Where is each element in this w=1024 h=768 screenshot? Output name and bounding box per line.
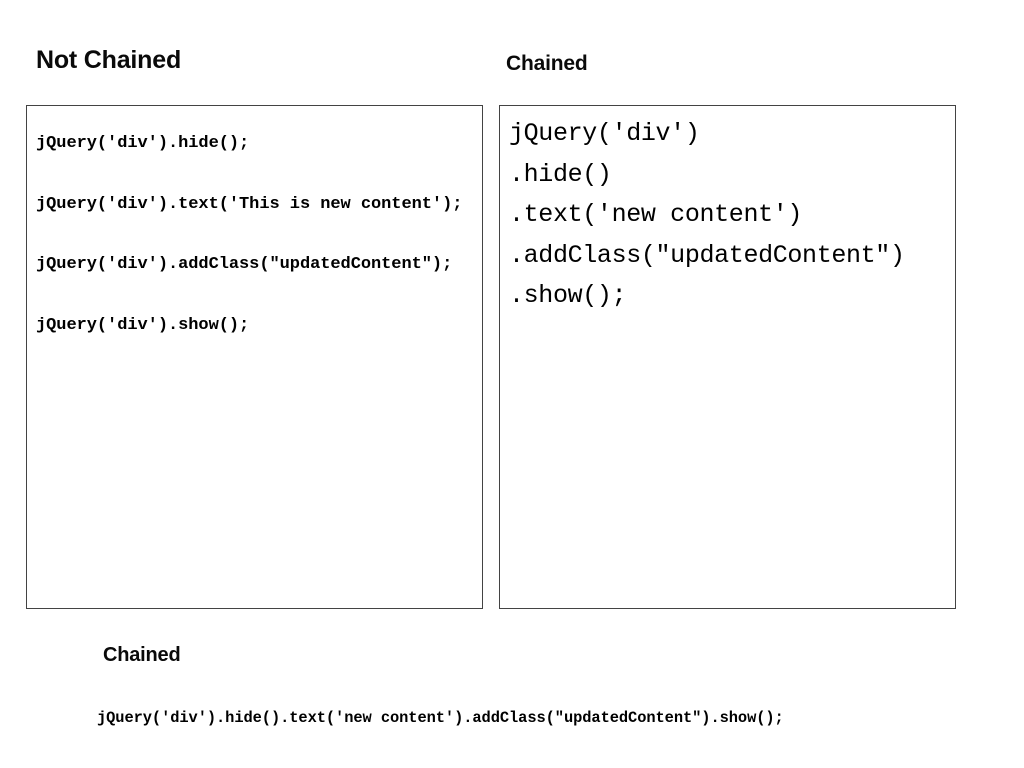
code-line: .hide() [509, 159, 612, 189]
chained-code-panel: jQuery('div') .hide() .text('new content… [499, 105, 956, 609]
code-line: .show(); [509, 281, 627, 310]
code-line: jQuery('div').show(); [36, 315, 250, 335]
code-line: jQuery('div').hide(); [36, 134, 250, 153]
chained-single-line-heading: Chained [103, 644, 181, 666]
code-line: .text('new content') [509, 200, 803, 229]
chained-single-line-code: jQuery('div').hide().text('new content')… [97, 709, 784, 727]
code-line: jQuery('div').text('This is new content'… [36, 194, 463, 214]
not-chained-code-panel: jQuery('div').hide(); jQuery('div').text… [26, 105, 483, 609]
chained-heading: Chained [506, 52, 588, 75]
code-line: .addClass("updatedContent") [509, 240, 905, 270]
code-line: jQuery('div') [509, 119, 700, 148]
not-chained-code-list: jQuery('div').hide(); jQuery('div').text… [36, 133, 480, 375]
not-chained-heading: Not Chained [36, 46, 182, 74]
chained-code-list: jQuery('div') .hide() .text('new content… [509, 114, 905, 317]
code-line: jQuery('div').addClass("updatedContent")… [36, 255, 453, 274]
